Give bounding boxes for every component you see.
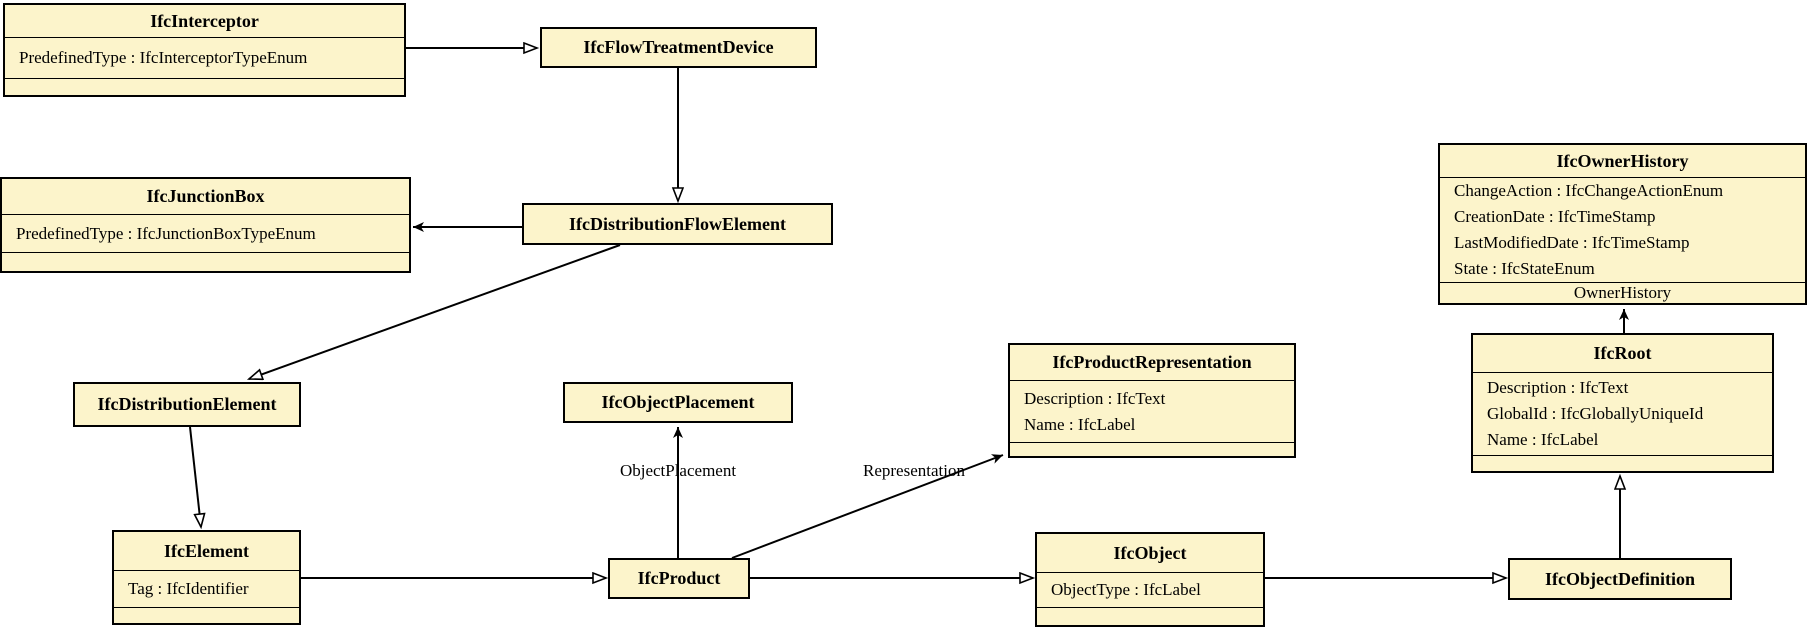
class-attributes: PredefinedType : IfcInterceptorTypeEnum [5, 37, 404, 78]
class-attributes: Tag : IfcIdentifier [114, 570, 299, 607]
attribute-row: PredefinedType : IfcInterceptorTypeEnum [19, 48, 308, 67]
class-attributes: Description : IfcText GlobalId : IfcGlob… [1473, 372, 1772, 455]
class-title: IfcElement [164, 540, 249, 561]
attribute-row: Name : IfcLabel [1487, 430, 1599, 449]
objectplacement-edge-label: ObjectPlacement [619, 461, 737, 480]
class-ifcobject: IfcObject ObjectType : IfcLabel [1035, 532, 1265, 627]
class-ifcdistributionflowelement: IfcDistributionFlowElement [522, 203, 833, 245]
class-attributes: ChangeAction : IfcChangeActionEnum Creat… [1440, 177, 1805, 282]
class-ifcproductrepresentation: IfcProductRepresentation Description : I… [1008, 343, 1296, 458]
class-title: IfcObjectDefinition [1545, 568, 1695, 589]
attribute-row: Description : IfcText [1487, 378, 1629, 397]
class-ifcownerhistory: IfcOwnerHistory ChangeAction : IfcChange… [1438, 143, 1807, 305]
class-title: IfcProductRepresentation [1052, 352, 1252, 372]
attribute-row: GlobalId : IfcGloballyUniqueId [1487, 404, 1704, 423]
class-title: IfcDistributionFlowElement [569, 213, 786, 234]
edge-generalization-ifcdistributionflowelement-to-ifcdistributionelement [249, 244, 621, 379]
attribute-row: Description : IfcText [1024, 388, 1166, 408]
class-attributes: ObjectType : IfcLabel [1037, 572, 1263, 607]
attribute-row: PredefinedType : IfcJunctionBoxTypeEnum [16, 223, 316, 243]
class-title: IfcProduct [637, 568, 721, 588]
class-ifcflowtreatmentdevice: IfcFlowTreatmentDevice [540, 27, 817, 68]
class-attributes: Description : IfcText Name : IfcLabel [1010, 380, 1294, 442]
class-title: IfcObjectPlacement [601, 392, 755, 412]
class-attributes: PredefinedType : IfcJunctionBoxTypeEnum [2, 214, 409, 252]
edge-representation-ifcproduct-to-ifcproductrepresentation [731, 454, 1004, 559]
class-footer [114, 607, 299, 623]
attribute-row: State : IfcStateEnum [1454, 259, 1595, 278]
class-ifcroot: IfcRoot Description : IfcText GlobalId :… [1471, 333, 1774, 473]
class-title: IfcDistributionElement [97, 394, 277, 414]
class-title: IfcOwnerHistory [1556, 150, 1689, 171]
attribute-row: LastModifiedDate : IfcTimeStamp [1454, 233, 1690, 252]
class-title: IfcObject [1113, 542, 1187, 563]
class-footer [1010, 442, 1294, 456]
class-ifcelement: IfcElement Tag : IfcIdentifier [112, 530, 301, 625]
class-footer [1473, 455, 1772, 471]
class-title: IfcRoot [1593, 343, 1652, 363]
attribute-row: ChangeAction : IfcChangeActionEnum [1454, 181, 1724, 200]
attribute-row: Tag : IfcIdentifier [128, 579, 249, 598]
class-title: IfcFlowTreatmentDevice [583, 37, 774, 57]
ownerhistory-role-label: OwnerHistory [1440, 282, 1805, 303]
class-ifcjunctionbox: IfcJunctionBox PredefinedType : IfcJunct… [0, 177, 411, 273]
class-footer [2, 252, 409, 271]
attribute-row: ObjectType : IfcLabel [1051, 580, 1201, 599]
attribute-row: CreationDate : IfcTimeStamp [1454, 207, 1656, 226]
class-ifcdistributionelement: IfcDistributionElement [73, 382, 301, 427]
class-title: IfcInterceptor [150, 10, 259, 31]
class-ifcinterceptor: IfcInterceptor PredefinedType : IfcInter… [3, 3, 406, 97]
class-title: IfcJunctionBox [146, 186, 265, 206]
class-footer [1037, 607, 1263, 625]
class-ifcobjectdefinition: IfcObjectDefinition [1508, 558, 1732, 600]
class-ifcproduct: IfcProduct [608, 558, 750, 599]
class-footer [5, 78, 404, 95]
edge-generalization-ifcdistributionelement-to-ifcelement [189, 426, 201, 527]
attribute-row: Name : IfcLabel [1024, 414, 1136, 434]
representation-edge-label: Representation [863, 461, 965, 480]
class-ifcobjectplacement: IfcObjectPlacement [563, 382, 793, 423]
